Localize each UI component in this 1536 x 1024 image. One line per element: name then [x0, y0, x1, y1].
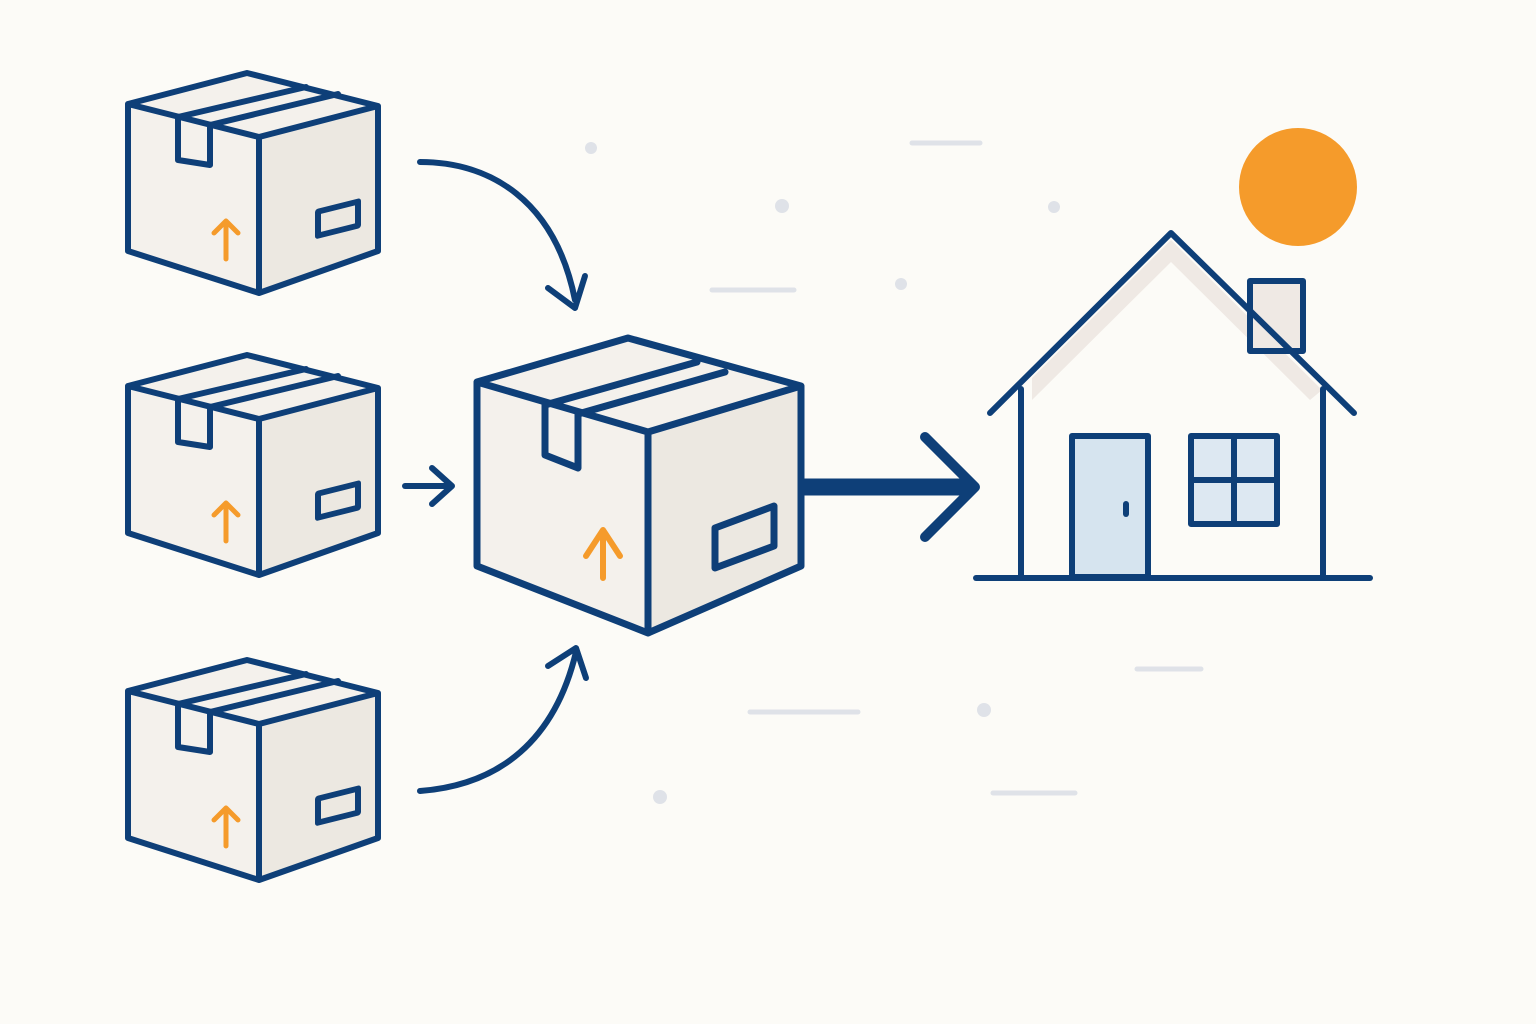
- arrow-bottom-to-consolidated: [417, 645, 589, 794]
- decor-dot: [1048, 201, 1060, 213]
- decor-dot: [977, 703, 991, 717]
- door: [1069, 433, 1151, 580]
- decor-dot: [653, 790, 667, 804]
- house: [973, 128, 1373, 581]
- package-box-bottom: [128, 660, 378, 880]
- arrow-consolidated-to-house: [803, 432, 980, 542]
- arrow-middle-to-consolidated: [402, 465, 455, 507]
- sun-icon: [1239, 128, 1357, 246]
- window: [1188, 433, 1280, 527]
- house-walls: [1018, 386, 1326, 580]
- package-box-top: [128, 73, 378, 293]
- package-box-middle: [128, 355, 378, 575]
- decor-dot: [775, 199, 789, 213]
- decor-dot: [585, 142, 597, 154]
- arrow-top-to-consolidated: [417, 159, 588, 311]
- decor-dot: [895, 278, 907, 290]
- house-roof: [987, 230, 1357, 416]
- background-decorations: [585, 140, 1204, 804]
- consolidated-package-box: [473, 334, 805, 637]
